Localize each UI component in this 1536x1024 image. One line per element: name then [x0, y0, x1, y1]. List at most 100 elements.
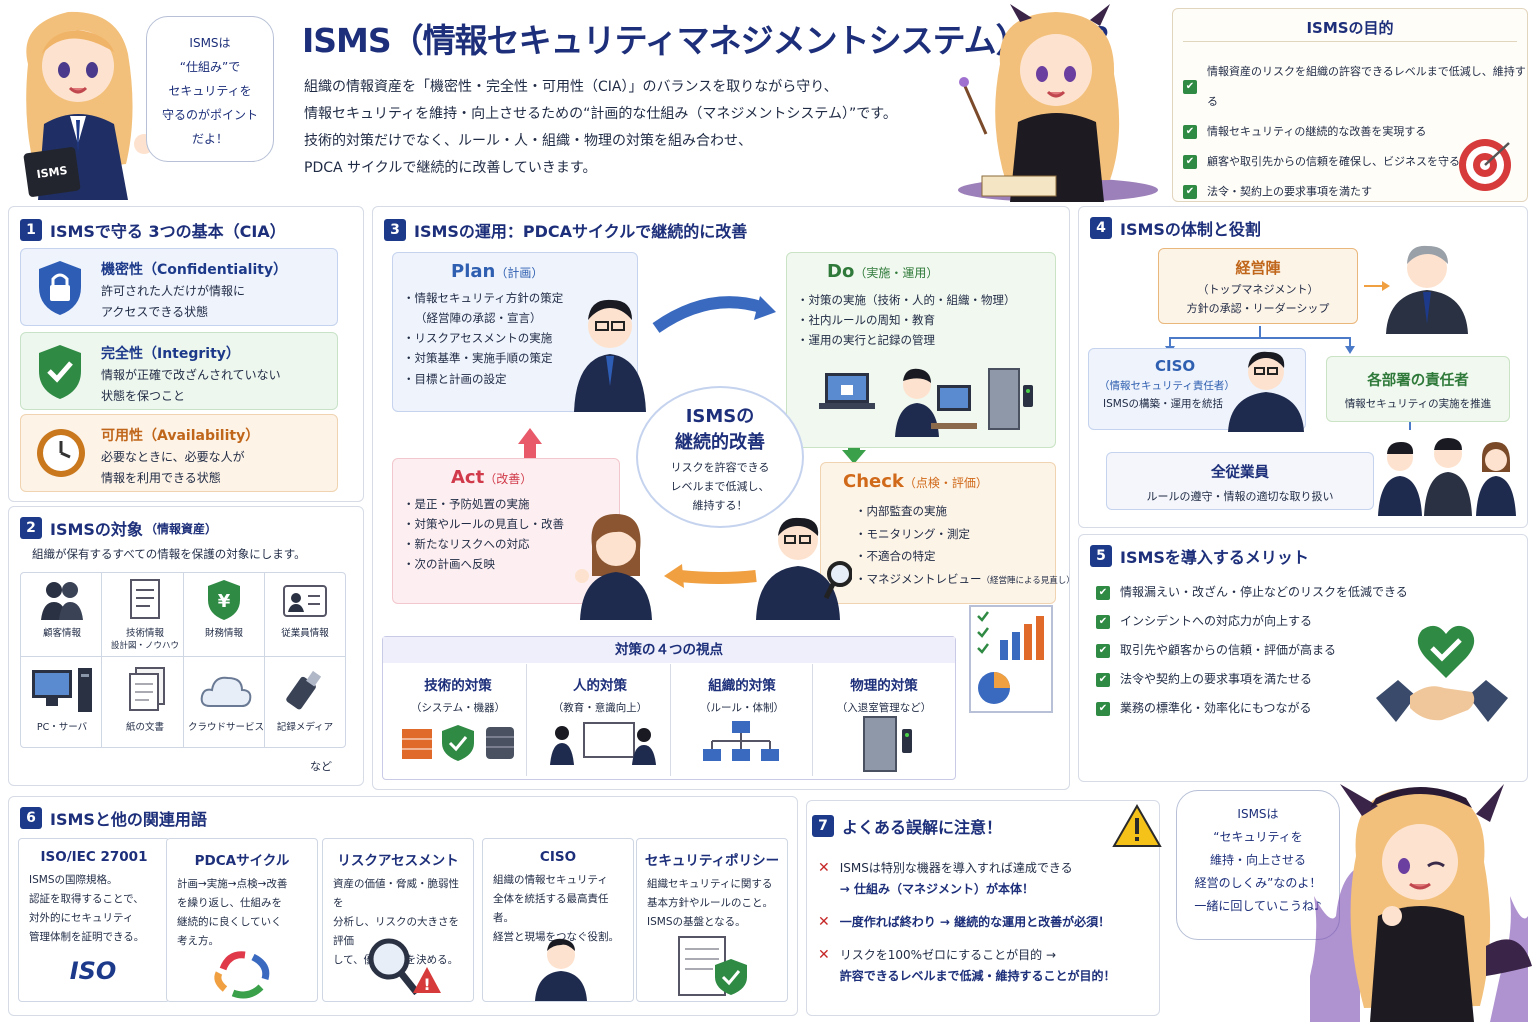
staff-desc: ルールの遵守・情報の適切な取り扱い	[1146, 490, 1334, 503]
misconception-text: 一度作れば終わり → 継続的な運用と改善が必須！	[839, 915, 1111, 929]
check-icon: ✔	[1096, 614, 1110, 629]
purpose-item: ✔ 顧客や取引先からの信頼を確保し、ビジネスを守る	[1183, 147, 1527, 177]
benefit-text: 情報漏えい・改ざん・停止などのリスクを低減できる	[1120, 585, 1408, 599]
section2-desc: 組織が保有するすべての情報を保護の対象にします。	[32, 547, 306, 561]
people-icon	[41, 582, 83, 620]
check-subtitle: （点検・評価）	[903, 476, 988, 490]
view-sub: （ルール・体制）	[700, 702, 784, 714]
check-item-text: 内部監査の実施	[866, 504, 948, 518]
cia-desc: アクセスできる状態	[101, 305, 209, 319]
check-title: Check	[843, 471, 904, 492]
benefit-item: ✔情報漏えい・改ざん・停止などのリスクを低減できる	[1096, 578, 1408, 607]
term-title: リスクアセスメント	[337, 853, 459, 869]
plan-item: ・リスクアセスメントの実施	[403, 331, 553, 346]
benefits-list: ✔情報漏えい・改ざん・停止などのリスクを低減できる ✔インシデントへの対応力が向…	[1096, 578, 1408, 723]
plan-item: ・対策基準・実施手順の策定	[403, 351, 553, 366]
businessman-icon	[535, 938, 587, 1001]
view-title: 物理的対策	[850, 678, 918, 694]
check-item: ・内部監査の実施	[855, 504, 948, 518]
bubble-line: “仕組み”で	[179, 60, 241, 74]
asset-label: クラウドサービス	[187, 722, 264, 733]
center-desc: 維持する！	[692, 499, 748, 512]
act-item: ・対策やルールの見直し・改善	[403, 517, 564, 532]
term-line: 認証を取得することで、	[29, 893, 144, 905]
cia-title: 機密性（Confidentiality）	[101, 262, 288, 278]
cia-desc: 許可された人だけが情報に	[101, 284, 246, 298]
view-organizational: 組織的対策 （ルール・体制）	[674, 664, 810, 776]
view-title: 技術的対策	[424, 678, 492, 694]
check-icon: ✔	[1183, 125, 1197, 139]
section7-panel	[806, 800, 1160, 1016]
term-line: 計画→実施→点検→改善	[177, 878, 288, 890]
mgmt-desc: 方針の承認・リーダーシップ	[1186, 302, 1330, 315]
purpose-item-text: 情報資産のリスクを組織の許容できるレベルまで低減し、維持する	[1207, 65, 1526, 108]
do-subtitle: （実施・運用）	[854, 266, 939, 280]
asset-label: 財務情報	[204, 628, 243, 639]
view-human: 人的対策 （教育・意識向上）	[532, 664, 668, 776]
purpose-panel: ISMSの目的 ✔情報資産のリスクを組織の許容できるレベルまで低減し、維持する …	[1172, 8, 1528, 202]
asset-label: 顧客情報	[42, 628, 81, 639]
section-number: 5	[1090, 545, 1112, 567]
check-icon: ✔	[1183, 80, 1197, 94]
term-title: ISO/IEC 27001	[40, 849, 148, 865]
yen-shield-icon: ¥	[208, 580, 240, 620]
integrity-card: 完全性（Integrity） 情報が正確で改ざんされていない状態を保つこと	[20, 332, 338, 410]
department-box: 各部署の責任者 情報セキュリティの実施を推進	[1326, 356, 1510, 422]
check-icon: ✔	[1183, 155, 1197, 169]
benefit-item: ✔法令や契約上の要求事項を満たせる	[1096, 665, 1408, 694]
act-card: Act（改善） ・是正・予防処置の実施 ・対策やルールの見直し・改善 ・新たなリ…	[392, 458, 620, 604]
svg-text:!: !	[423, 975, 430, 994]
dept-title: 各部署の責任者	[1367, 373, 1469, 389]
do-card: Do（実施・運用） ・対策の実施（技術・人的・組織・物理） ・社内ルールの周知・…	[786, 252, 1056, 448]
confidentiality-card: 機密性（Confidentiality） 許可された人だけが情報にアクセスできる…	[20, 248, 338, 326]
check-icon: ✔	[1183, 185, 1197, 199]
term-line: 全体を統括する最高責任者。	[493, 893, 609, 924]
check-icon: ✔	[1096, 672, 1110, 687]
left-speech-bubble: ISMSは “仕組み”で セキュリティを 守るのがポイント だよ！	[146, 16, 274, 162]
worker-at-desk-icon	[895, 368, 977, 437]
view-sub: （システム・機器）	[410, 702, 506, 714]
asset-financial: ¥ 財務情報	[184, 578, 264, 639]
intro-line: 情報セキュリティを維持・向上させるための“計画的な仕組み（マネジメントシステム）…	[304, 106, 897, 122]
check-item-text: マネジメントレビュー	[866, 571, 982, 586]
asset-pc-server: PC・サーバ	[22, 666, 102, 733]
paper-stack-icon	[129, 667, 165, 711]
target-icon	[1459, 139, 1511, 191]
asset-cloud: クラウドサービス	[186, 666, 266, 733]
check-icon: ✔	[1096, 643, 1110, 658]
center-title: 継続的改善	[675, 432, 765, 453]
section-subtitle: （情報資産）	[144, 521, 217, 536]
plan-item-text: 対策基準・実施手順の策定	[414, 351, 553, 366]
intro-line: 組織の情報資産を「機密性・完全性・可用性（CIA）」のバランスを取りながら守り、	[304, 79, 838, 95]
employees-illustration	[1376, 432, 1524, 520]
report-chart-icon	[969, 605, 1053, 713]
term-line: 継続的に良くしていく	[177, 916, 282, 928]
bubble-line: ISMSは	[189, 36, 231, 50]
intro-line: 技術的対策だけでなく、ルール・人・組織・物理の対策を組み合わせ、	[304, 133, 752, 149]
asset-media: 記録メディア	[265, 666, 345, 733]
term-iso27001: ISO/IEC 27001 ISMSの国際規格。 認証を取得することで、 対外的…	[18, 838, 170, 1002]
policy-document-icon	[678, 936, 747, 996]
purpose-item-text: 顧客や取引先からの信頼を確保し、ビジネスを守る	[1207, 155, 1460, 168]
do-item: ・対策の実施（技術・人的・組織・物理）	[797, 293, 1016, 307]
act-businesswoman-illustration	[566, 506, 662, 624]
center-desc: レベルまで低減し、	[670, 480, 770, 493]
warning-icon	[1112, 804, 1162, 847]
check-icon: ✔	[1096, 701, 1110, 716]
view-title: 人的対策	[573, 678, 627, 694]
bubble-line: 維持・向上させる	[1209, 853, 1306, 867]
term-line: 資産の価値・脅威・脆弱性を	[333, 878, 459, 909]
check-businessman-illustration	[752, 506, 853, 624]
misconception-item: ✕ISMSは特別な機器を導入すれば達成できる→ 仕組み（マネジメント）が本体！	[818, 858, 1116, 900]
training-icon	[550, 722, 656, 765]
view-technical: 技術的対策 （システム・機器）	[390, 664, 526, 776]
asset-customer: 顧客情報	[22, 578, 102, 639]
section-number: 2	[20, 517, 42, 539]
term-ciso: CISO 組織の情報セキュリティ 全体を統括する最高責任者。 経営と現場をつなぐ…	[482, 838, 634, 1002]
term-line: ISMSの国際規格。	[29, 874, 118, 886]
do-title: Do	[827, 261, 855, 282]
mgmt-title: 経営陣	[1235, 259, 1281, 277]
bubble-line: “セキュリティを	[1213, 830, 1303, 844]
act-item: ・是正・予防処置の実施	[403, 497, 530, 511]
benefit-text: 取引先や顧客からの信頼・評価が高まる	[1120, 643, 1337, 657]
